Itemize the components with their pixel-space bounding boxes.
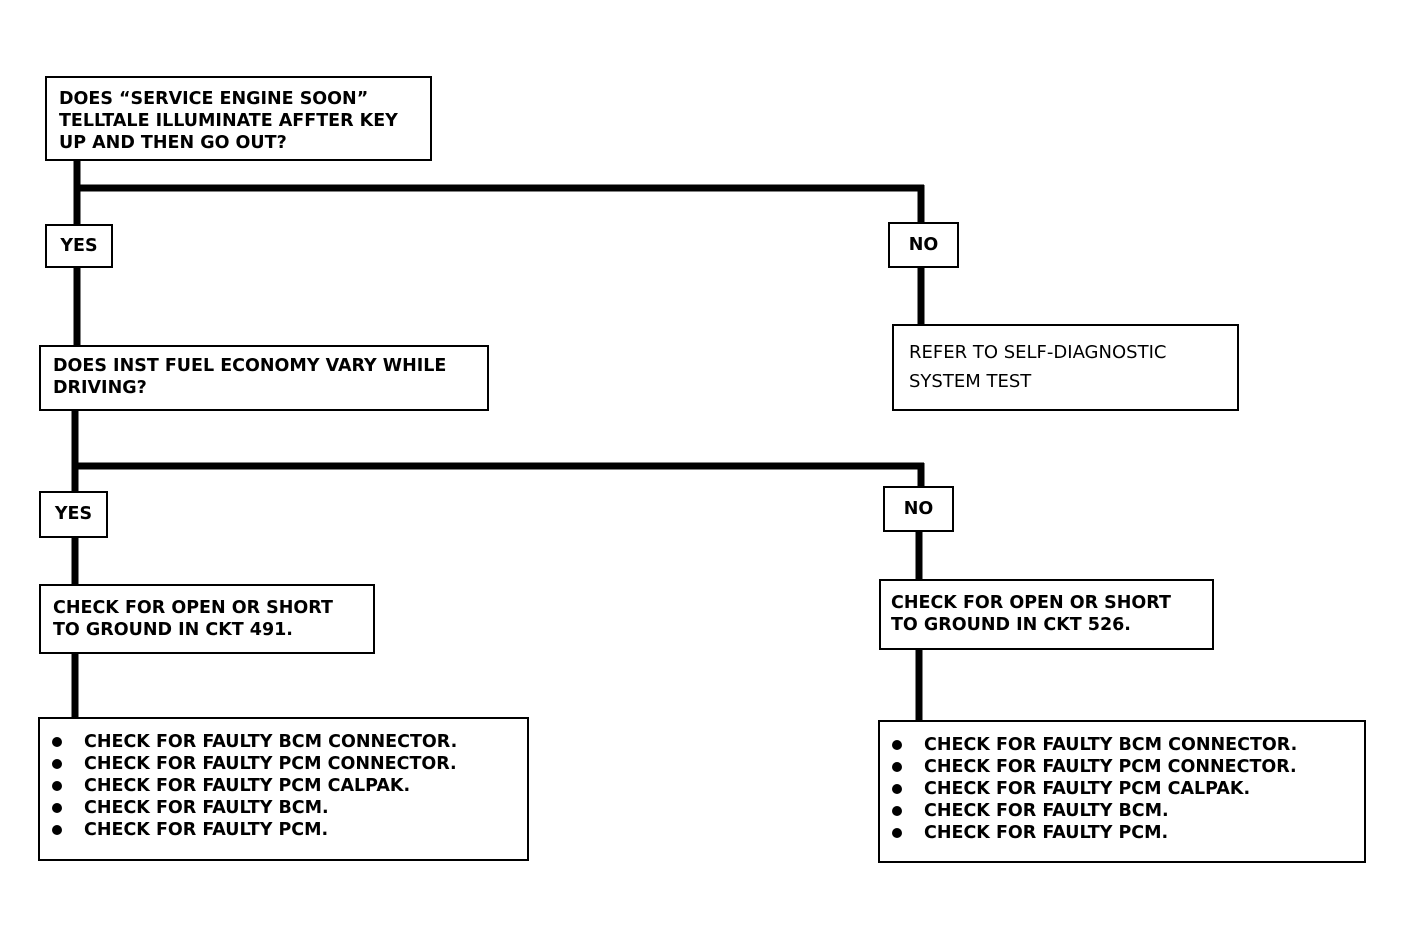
list-item: CHECK FOR FAULTY PCM CALPAK. <box>40 775 517 797</box>
checks-list-right: CHECK FOR FAULTY BCM CONNECTOR. CHECK FO… <box>880 734 1354 844</box>
checks-list-left: CHECK FOR FAULTY BCM CONNECTOR. CHECK FO… <box>40 731 517 841</box>
bullet-icon <box>52 825 62 835</box>
list-item: CHECK FOR FAULTY PCM CONNECTOR. <box>40 753 517 775</box>
list-item: CHECK FOR FAULTY PCM. <box>880 822 1354 844</box>
list-item-text: CHECK FOR FAULTY BCM. <box>84 798 329 818</box>
list-item-text: CHECK FOR FAULTY PCM CONNECTOR. <box>924 757 1297 777</box>
list-item-text: CHECK FOR FAULTY PCM CALPAK. <box>84 776 411 796</box>
list-item-text: CHECK FOR FAULTY PCM CONNECTOR. <box>84 754 457 774</box>
bullet-icon <box>52 781 62 791</box>
list-item-text: CHECK FOR FAULTY PCM CALPAK. <box>924 779 1251 799</box>
question-fuel-economy-box: DOES INST FUEL ECONOMY VARY WHILE DRIVIN… <box>39 345 489 411</box>
bullet-icon <box>892 762 902 772</box>
list-item-text: CHECK FOR FAULTY PCM. <box>924 823 1169 843</box>
q2-no-label: NO <box>883 486 954 532</box>
checks-list-left-box: CHECK FOR FAULTY BCM CONNECTOR. CHECK FO… <box>38 717 529 861</box>
bullet-icon <box>892 784 902 794</box>
check-ckt-491-box: CHECK FOR OPEN OR SHORT TO GROUND IN CKT… <box>39 584 375 654</box>
list-item: CHECK FOR FAULTY BCM CONNECTOR. <box>40 731 517 753</box>
list-item-text: CHECK FOR FAULTY BCM. <box>924 801 1169 821</box>
bullet-icon <box>52 759 62 769</box>
refer-self-diagnostic-box: REFER TO SELF-DIAGNOSTIC SYSTEM TEST <box>892 324 1239 411</box>
list-item-text: CHECK FOR FAULTY PCM. <box>84 820 329 840</box>
bullet-icon <box>892 740 902 750</box>
q2-yes-label: YES <box>39 491 108 538</box>
bullet-icon <box>892 806 902 816</box>
check-ckt-526-box: CHECK FOR OPEN OR SHORT TO GROUND IN CKT… <box>879 579 1214 650</box>
list-item-text: CHECK FOR FAULTY BCM CONNECTOR. <box>84 732 458 752</box>
list-item: CHECK FOR FAULTY PCM CONNECTOR. <box>880 756 1354 778</box>
bullet-icon <box>52 803 62 813</box>
list-item: CHECK FOR FAULTY BCM. <box>880 800 1354 822</box>
list-item: CHECK FOR FAULTY PCM CALPAK. <box>880 778 1354 800</box>
q1-yes-label: YES <box>45 224 113 268</box>
list-item-text: CHECK FOR FAULTY BCM CONNECTOR. <box>924 735 1298 755</box>
q1-no-label: NO <box>888 222 959 268</box>
list-item: CHECK FOR FAULTY PCM. <box>40 819 517 841</box>
list-item: CHECK FOR FAULTY BCM. <box>40 797 517 819</box>
bullet-icon <box>52 737 62 747</box>
bullet-icon <box>892 828 902 838</box>
list-item: CHECK FOR FAULTY BCM CONNECTOR. <box>880 734 1354 756</box>
checks-list-right-box: CHECK FOR FAULTY BCM CONNECTOR. CHECK FO… <box>878 720 1366 863</box>
question-service-engine-soon-box: DOES “SERVICE ENGINE SOON” TELLTALE ILLU… <box>45 76 432 161</box>
